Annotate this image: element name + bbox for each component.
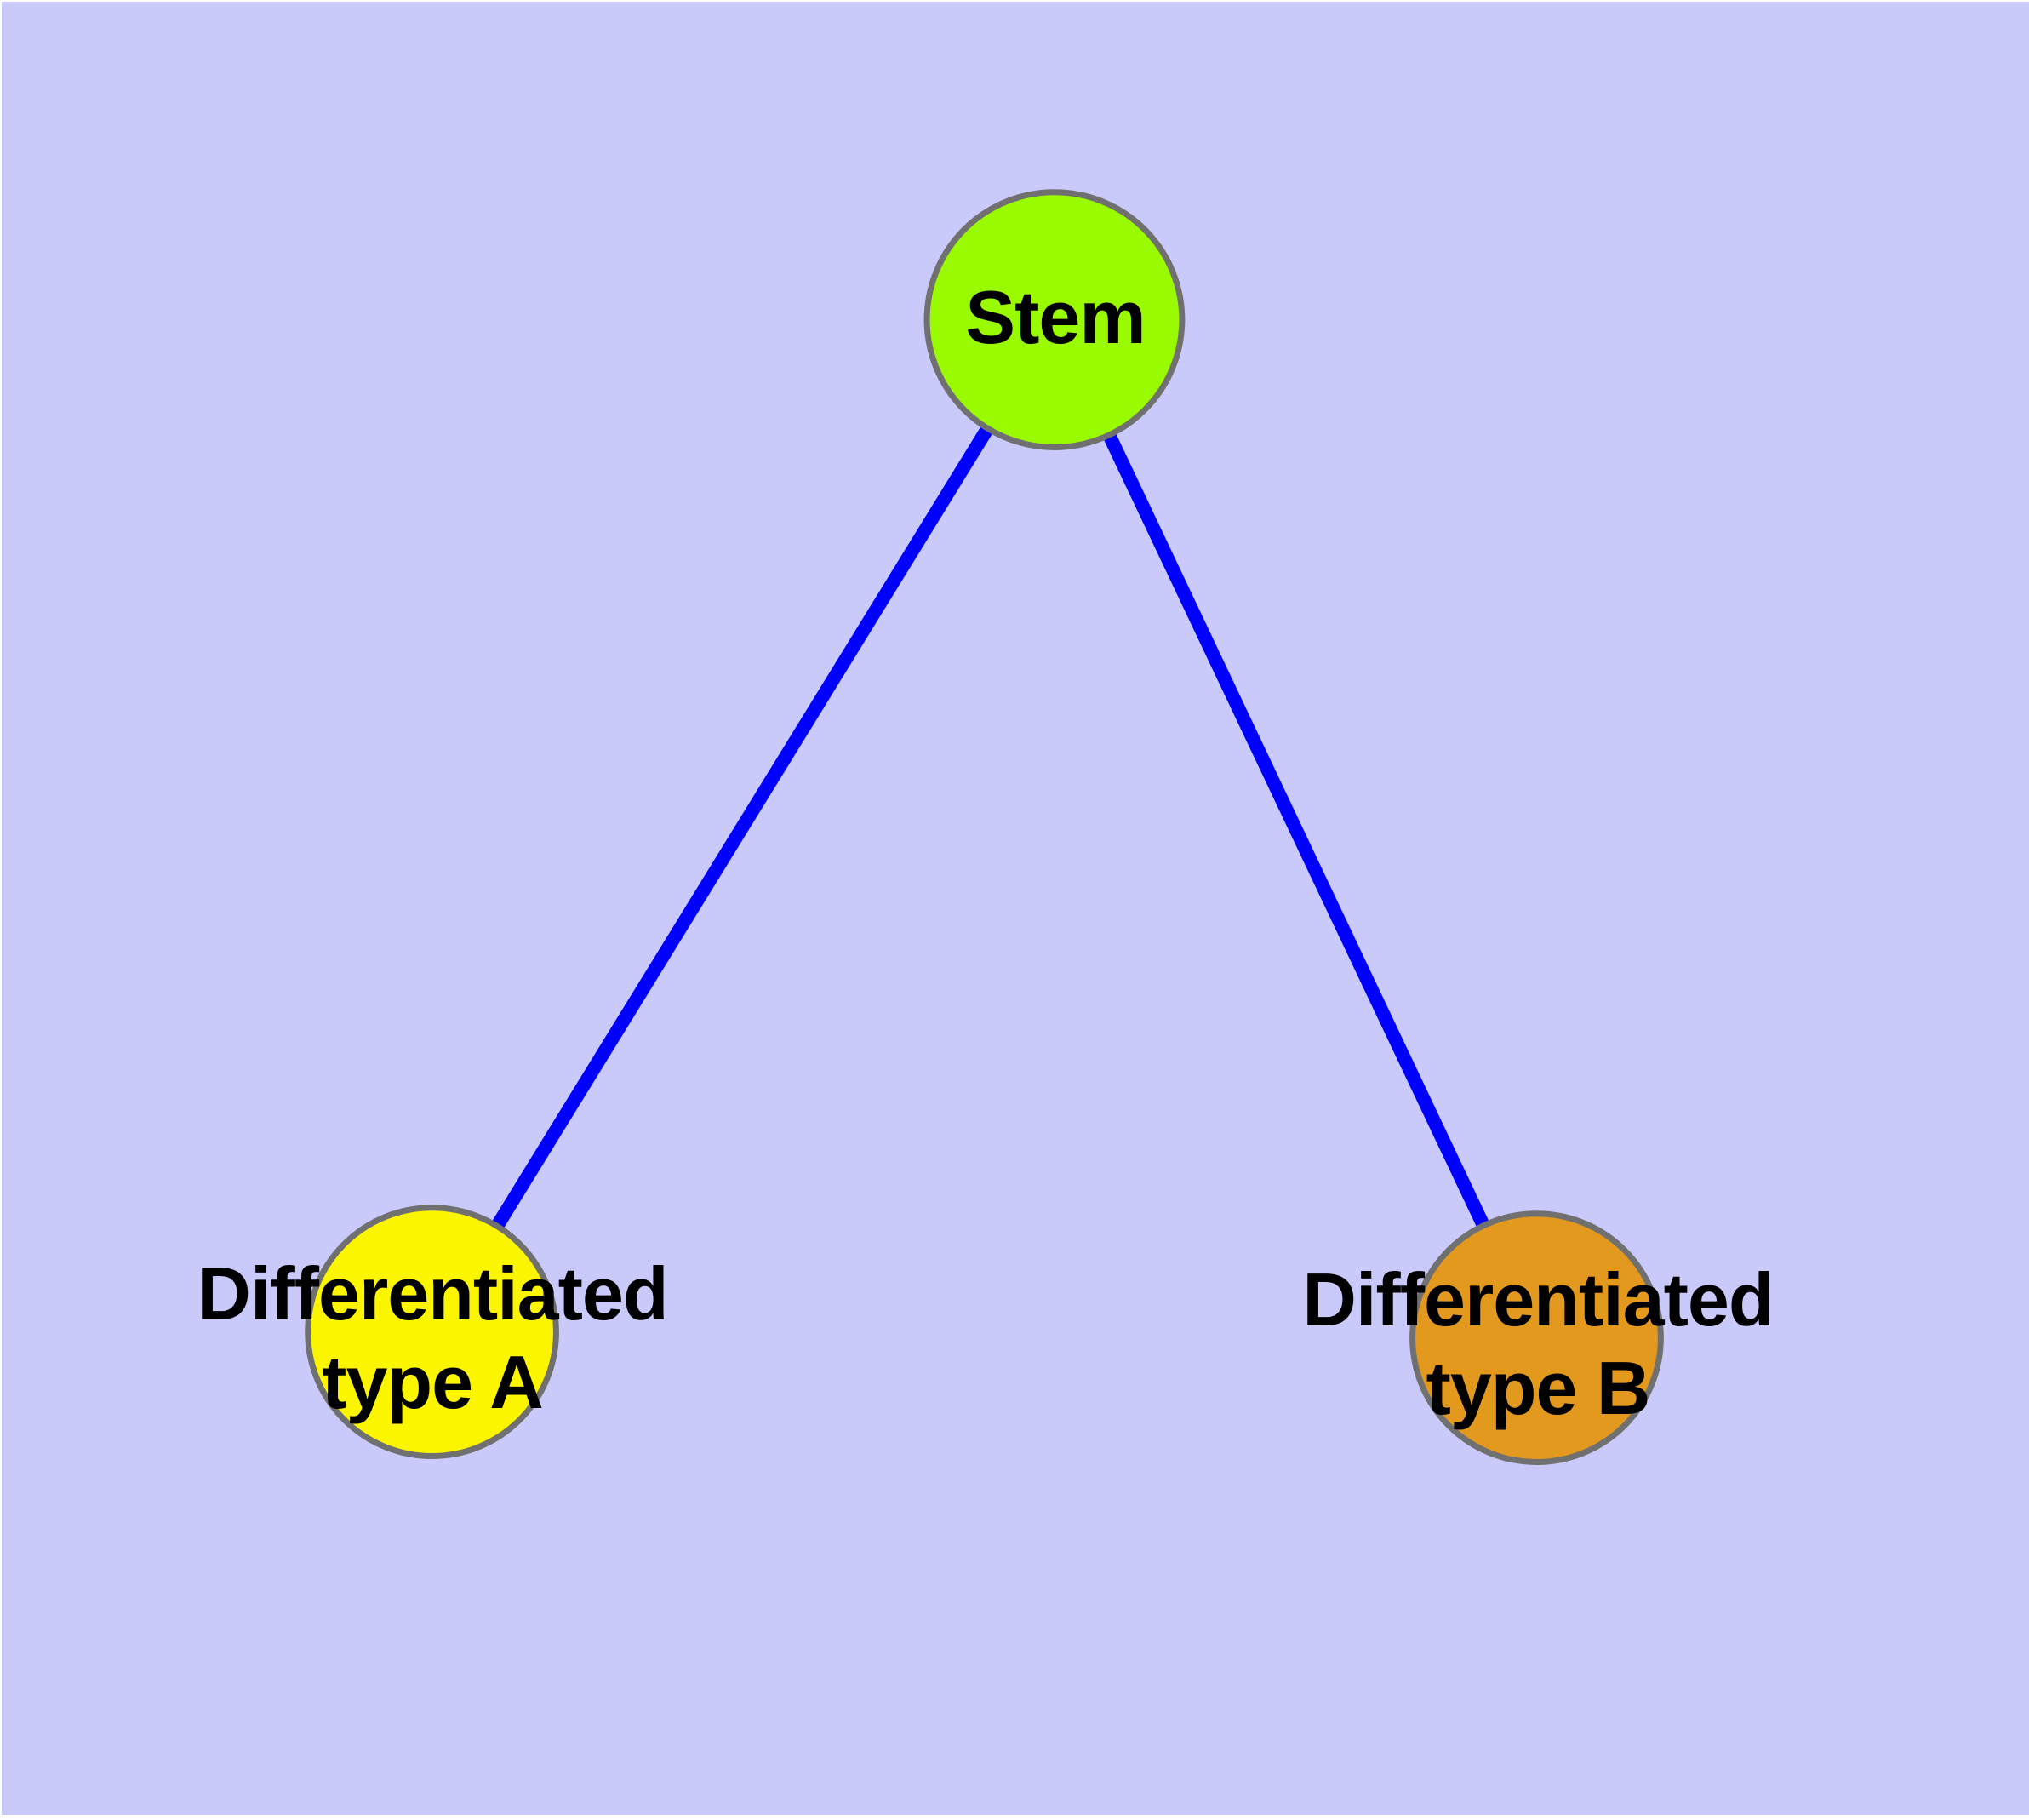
node-type-b-label: Differentiated type B [1302, 1256, 1774, 1433]
node-type-b-label-line2: type B [1426, 1346, 1651, 1430]
node-type-b-label-line1: Differentiated [1302, 1257, 1774, 1342]
edge-stem-to-type-a [426, 316, 1060, 1336]
node-type-a-label-line2: type A [322, 1340, 544, 1424]
node-type-b-circle [1409, 1210, 1664, 1465]
node-stem-circle [923, 189, 1186, 450]
node-stem-label: Stem [965, 273, 1146, 362]
node-type-a-label: Differentiated type A [197, 1250, 668, 1427]
node-type-a-circle [305, 1205, 559, 1459]
node-type-a-label-line1: Differentiated [197, 1251, 668, 1336]
edge-stem-to-type-b [1048, 317, 1543, 1341]
node-stem-label-text: Stem [965, 275, 1146, 359]
